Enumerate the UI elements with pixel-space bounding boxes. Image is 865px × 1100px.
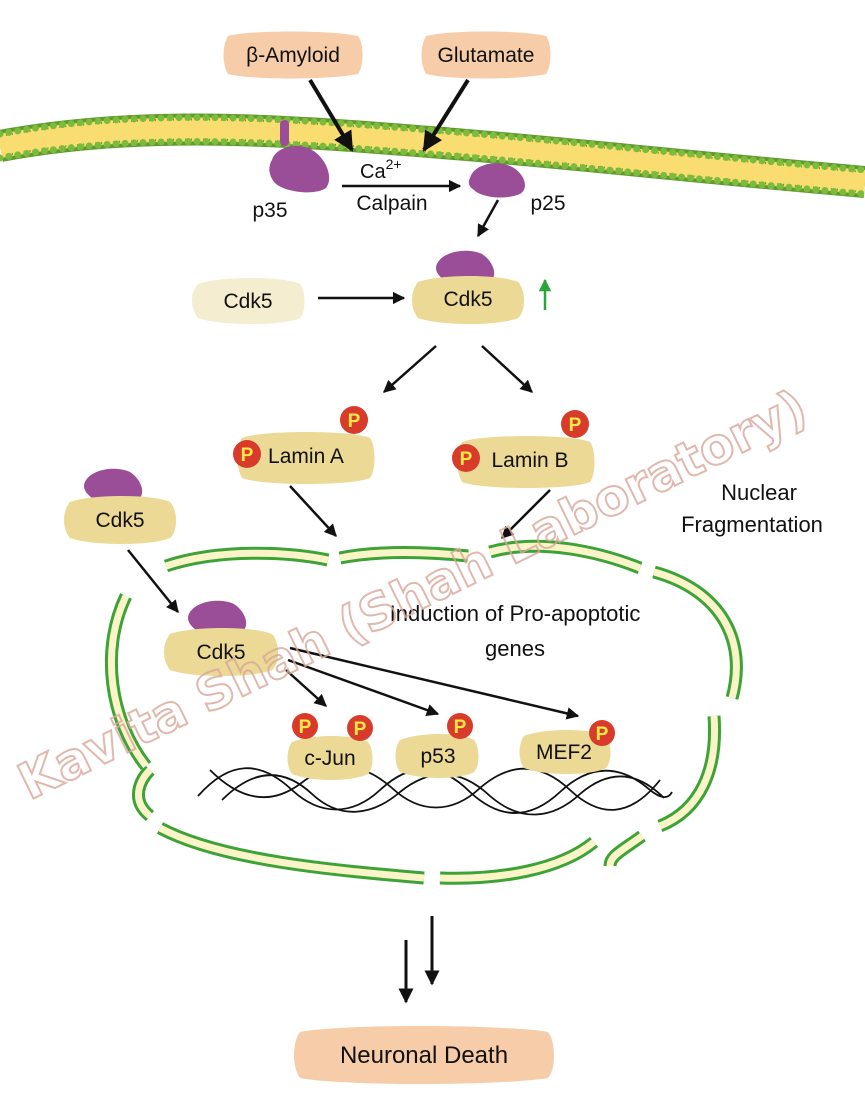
cdk5-inactive: Cdk5 bbox=[192, 278, 305, 324]
glutamate-arrow bbox=[422, 78, 470, 152]
phospho-label: P bbox=[454, 717, 467, 738]
cdk5-cytoplasmic-label: Cdk5 bbox=[95, 509, 144, 532]
cdk5-inactive-label: Cdk5 bbox=[223, 290, 272, 313]
nuclear-fragmentation-label-2: Fragmentation bbox=[681, 512, 823, 537]
phospho-label: P bbox=[596, 724, 609, 745]
p25-label: p25 bbox=[530, 192, 565, 215]
p35-protein bbox=[269, 120, 330, 193]
lamin-a-label: Lamin A bbox=[268, 445, 344, 468]
cdk5-p25-complex: Cdk5 bbox=[412, 250, 524, 324]
lamin-a-to-nucleus-arrow bbox=[289, 485, 337, 537]
neuronal-death-box: Neuronal Death bbox=[294, 1026, 554, 1084]
glutamate-label: Glutamate bbox=[438, 44, 535, 67]
amyloid-box: β-Amyloid bbox=[223, 31, 363, 79]
p53-label: p53 bbox=[420, 745, 455, 768]
nuclear-fragmentation-label-1: Nuclear bbox=[721, 480, 797, 505]
phospho-label: P bbox=[348, 411, 361, 432]
lamin-b-phospho-2: P bbox=[561, 410, 589, 438]
p35-label: p35 bbox=[252, 199, 287, 222]
phospho-label: P bbox=[354, 719, 367, 740]
lamin-a: Lamin A bbox=[237, 432, 375, 484]
nuclear-envelope bbox=[104, 539, 743, 885]
calcium-label: Ca2+ bbox=[360, 156, 402, 183]
induction-label-1: Induction of Pro-apoptotic bbox=[390, 601, 641, 626]
lamin-a-phospho-2: P bbox=[340, 406, 368, 434]
mef2-label: MEF2 bbox=[536, 741, 592, 764]
neuronal-death-label: Neuronal Death bbox=[340, 1042, 508, 1069]
cjun-phospho-2: P bbox=[347, 715, 373, 741]
p53-phospho: P bbox=[447, 713, 473, 739]
cdk5-nuclear-entry-arrow bbox=[127, 549, 179, 613]
glutamate-box: Glutamate bbox=[421, 31, 551, 79]
cdk5-nuclear: Cdk5 bbox=[164, 600, 278, 676]
cdk5-to-mef2-arrow bbox=[289, 646, 580, 720]
phospho-label: P bbox=[299, 717, 312, 738]
lamin-b-phospho-1: P bbox=[452, 444, 480, 472]
lamin-b-label: Lamin B bbox=[491, 449, 568, 472]
cell-membrane bbox=[0, 113, 865, 198]
induction-label-2: genes bbox=[485, 636, 545, 661]
mef2-phospho: P bbox=[589, 720, 615, 746]
cjun: c-Jun bbox=[287, 736, 373, 780]
phospho-label: P bbox=[569, 415, 582, 436]
amyloid-label: β-Amyloid bbox=[246, 44, 340, 67]
p25-to-cdk5-arrow bbox=[476, 199, 500, 238]
cdk5-to-p53-arrow bbox=[287, 658, 440, 717]
cdk5-active-label: Cdk5 bbox=[443, 288, 492, 311]
phospho-label: P bbox=[460, 449, 473, 470]
p53: p53 bbox=[395, 734, 479, 778]
cdk5-cytoplasmic: Cdk5 bbox=[64, 468, 176, 544]
cdk5-to-cjun-arrow bbox=[285, 669, 327, 707]
lamin-a-phospho-1: P bbox=[233, 440, 261, 468]
lamin-b: Lamin B bbox=[457, 436, 595, 488]
mef2: MEF2 bbox=[519, 730, 611, 774]
lamin-b-to-nucleus-arrow bbox=[501, 489, 551, 539]
amyloid-arrow bbox=[308, 78, 354, 152]
cdk5-to-lamin-a-arrow bbox=[383, 345, 437, 393]
cdk5-nuclear-label: Cdk5 bbox=[196, 641, 245, 664]
calpain-label: Calpain bbox=[356, 192, 427, 215]
p25-protein bbox=[468, 163, 525, 198]
cjun-label: c-Jun bbox=[304, 747, 355, 770]
cjun-phospho-1: P bbox=[292, 713, 318, 739]
phospho-label: P bbox=[241, 445, 254, 466]
cdk5-to-lamin-b-arrow bbox=[481, 345, 533, 393]
